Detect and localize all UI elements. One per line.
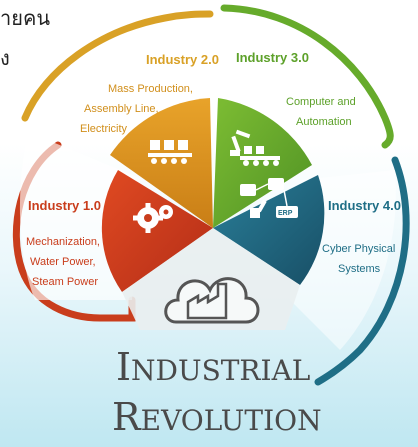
main-title-line-2-initial: R [112,395,142,439]
industry-2-desc-1: Mass Production, [108,83,193,95]
industry-3-desc-2: Automation [296,116,352,128]
industry-1-desc-1: Mechanization, [26,236,100,248]
industry-1-desc-3: Steam Power [32,276,98,288]
main-title: INDUSTRIAL REVOLUTION [112,345,322,439]
industry-2-outer-arc [21,10,214,122]
conveyor-icon [148,140,192,164]
gears-icon [133,203,173,233]
industry-4-wedge [213,175,325,285]
industry-1-title: Industry 1.0 [28,198,101,213]
cloud-factory-icon [164,277,260,324]
header-text-line-1: ายคน [0,6,50,30]
industry-1-wedge [101,170,213,292]
main-title-line-1-initial: I [116,345,131,389]
industry-4-title: Industry 4.0 [328,198,401,213]
industry-2-desc-2: Assembly Line, [84,103,159,115]
industry-3-outer-arc [220,4,394,149]
erp-label: ERP [278,210,293,217]
industry-2-desc-3: Electricity [80,123,128,135]
industry-4-desc-2: Systems [338,263,381,275]
main-title-line-2: REVOLUTION [112,395,322,439]
industry-4-desc-1: Cyber Physical [322,243,395,255]
industry-1-desc-2: Water Power, [30,256,96,268]
industry-3-title: Industry 3.0 [236,50,309,65]
industry-3-desc-1: Computer and [286,96,356,108]
header-text-line-2: ง [0,46,10,70]
robot-arm-conveyor-icon [230,129,280,166]
industry-4-outer-arc [314,156,410,386]
robot-network-erp-icon: ERP [240,178,298,218]
main-title-line-1: INDUSTRIAL [116,345,310,389]
industry-2-title: Industry 2.0 [146,52,219,67]
industry-2-wedge [110,98,213,228]
main-title-line-1-rest: NDUSTRIAL [131,354,310,387]
main-title-line-2-rest: EVOLUTION [141,404,322,437]
